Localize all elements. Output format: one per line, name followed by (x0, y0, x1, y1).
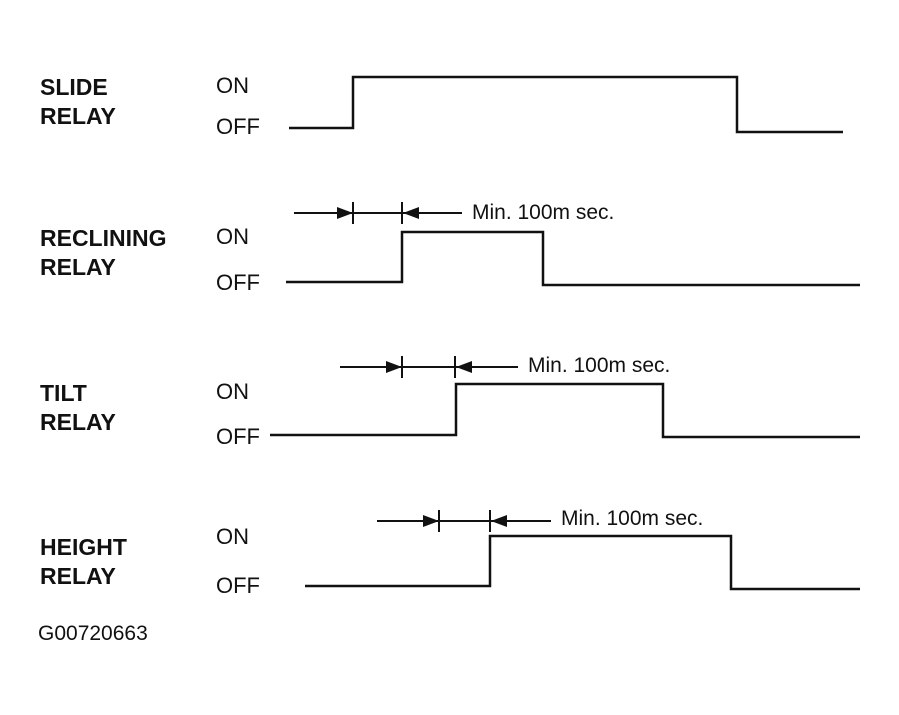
height-relay-waveform (305, 534, 860, 591)
height-min-interval-dimension (377, 510, 551, 532)
reclining-min-note: Min. 100m sec. (472, 201, 614, 224)
tilt-off-label: OFF (216, 424, 260, 449)
height-min-note: Min. 100m sec. (561, 507, 703, 530)
tilt-on-label: ON (216, 379, 249, 404)
tilt-min-interval-dimension (340, 356, 518, 378)
tilt-relay-waveform (270, 382, 860, 439)
figure-code: G00720663 (38, 622, 148, 645)
tilt-relay-row: TILT RELAY ON OFF Min. 100m sec. (40, 354, 860, 449)
reclining-relay-waveform (286, 230, 860, 287)
slide-relay-name-line2: RELAY (40, 103, 116, 129)
tilt-min-note: Min. 100m sec. (528, 354, 670, 377)
tilt-right-arrow-icon (386, 361, 402, 373)
reclining-on-label: ON (216, 224, 249, 249)
reclining-relay-name-line1: RECLINING (40, 225, 167, 251)
height-right-arrow-icon (423, 515, 439, 527)
height-relay-name-line1: HEIGHT (40, 534, 127, 560)
slide-on-label: ON (216, 73, 249, 98)
slide-relay-waveform (289, 75, 843, 134)
reclining-off-label: OFF (216, 270, 260, 295)
height-relay-name-line2: RELAY (40, 563, 116, 589)
reclining-relay-row: RECLINING RELAY ON OFF Min. 100m sec. (40, 201, 860, 295)
height-off-label: OFF (216, 573, 260, 598)
tilt-relay-name-line1: TILT (40, 380, 87, 406)
reclining-min-interval-dimension (294, 202, 462, 224)
height-on-label: ON (216, 524, 249, 549)
slide-off-label: OFF (216, 114, 260, 139)
height-relay-row: HEIGHT RELAY ON OFF Min. 100m sec. (40, 507, 860, 598)
slide-relay-row: SLIDE RELAY ON OFF (40, 73, 843, 139)
tilt-relay-name-line2: RELAY (40, 409, 116, 435)
reclining-relay-name-line2: RELAY (40, 254, 116, 280)
reclining-right-arrow-icon (337, 207, 353, 219)
slide-relay-name-line1: SLIDE (40, 74, 108, 100)
